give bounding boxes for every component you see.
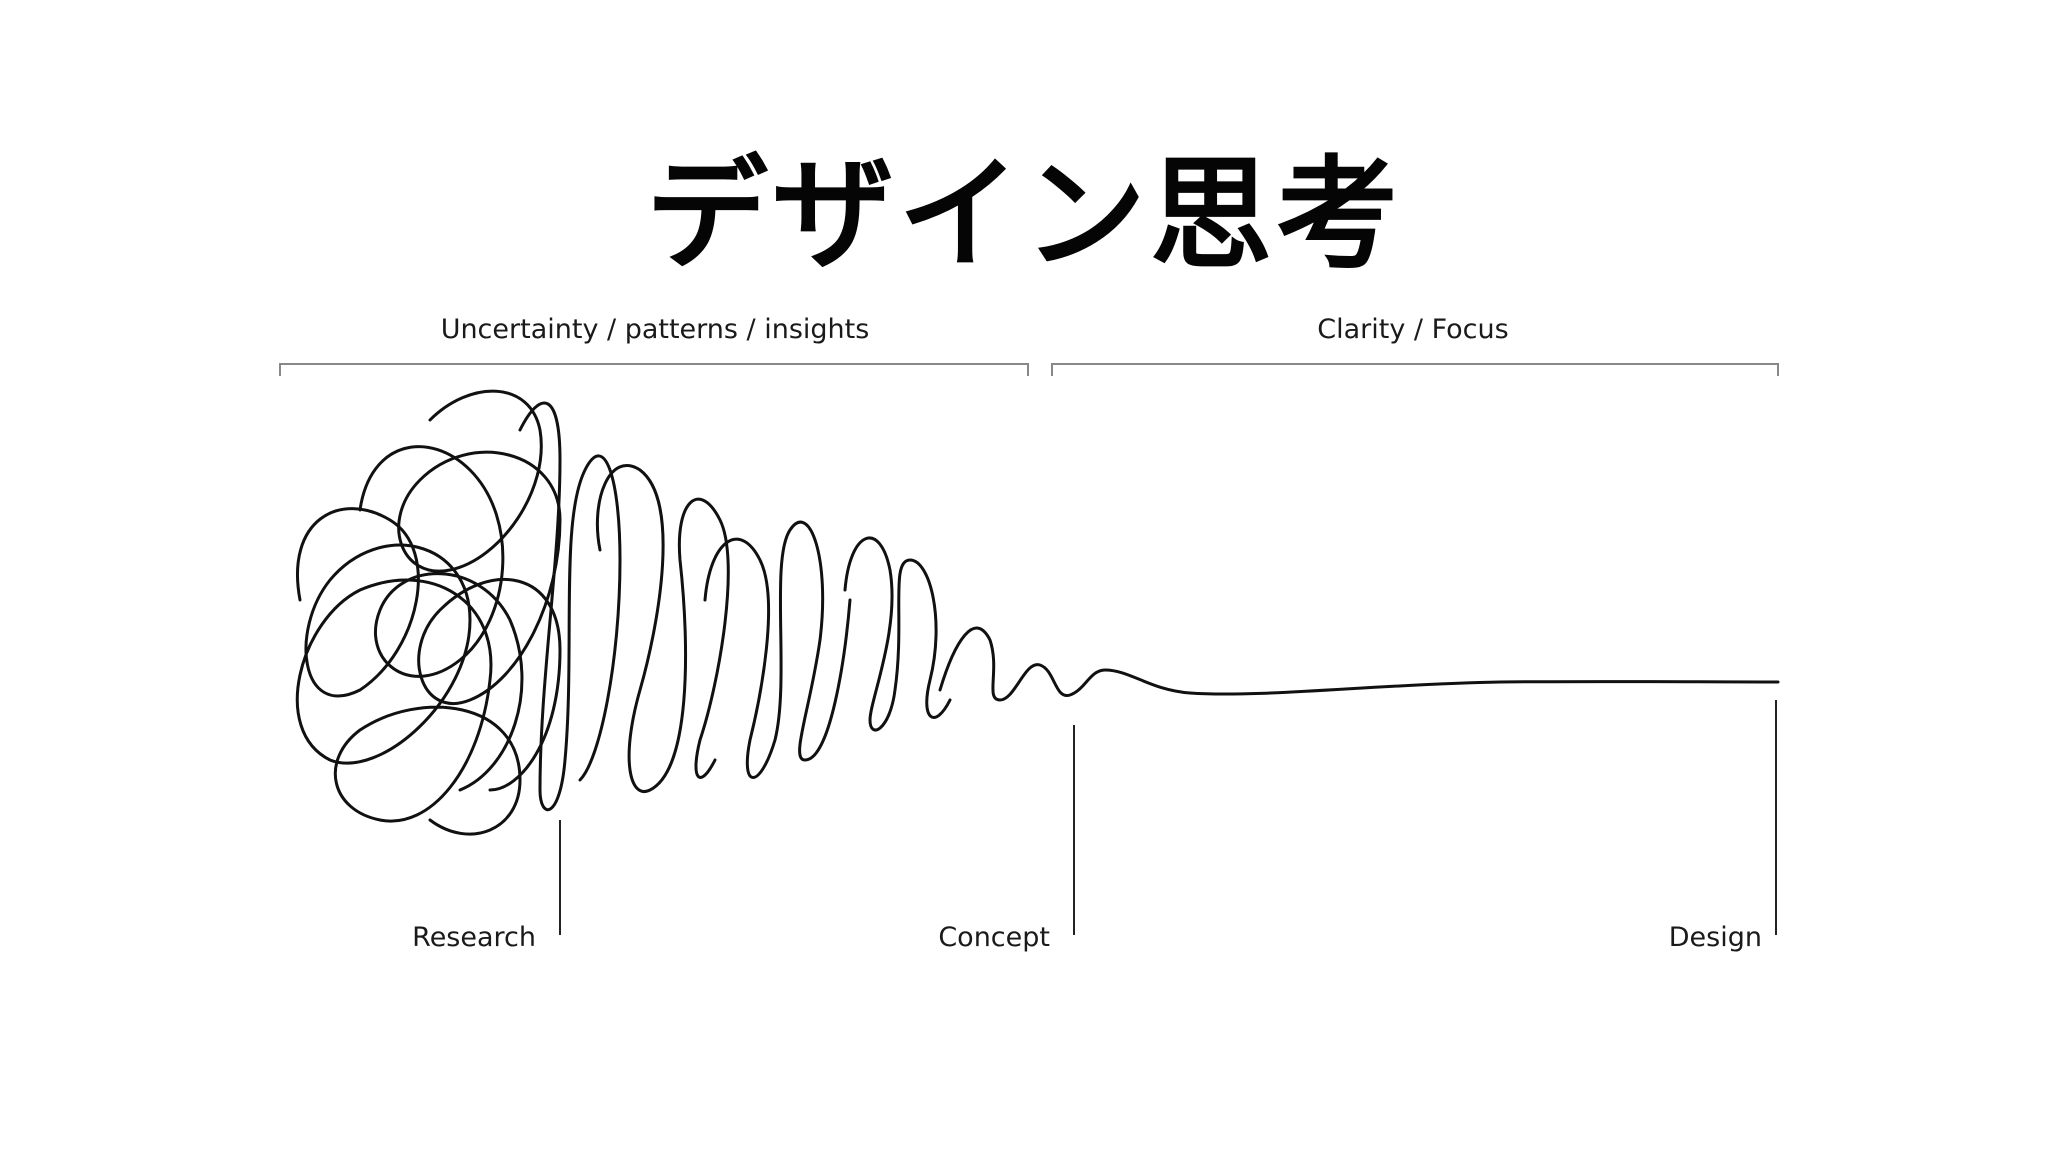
milestone-label-design: Design <box>1669 922 1762 953</box>
bracket-clarity <box>1051 363 1779 376</box>
bracket-uncertainty <box>279 363 1029 376</box>
milestone-label-concept: Concept <box>938 922 1050 953</box>
milestone-label-research: Research <box>412 922 536 953</box>
phase-label-clarity: Clarity / Focus <box>1317 314 1508 345</box>
process-squiggle <box>295 389 1780 836</box>
milestone-markers <box>559 700 1777 935</box>
phase-label-uncertainty: Uncertainty / patterns / insights <box>441 314 870 345</box>
slide-title: デザイン思考 <box>646 144 1402 286</box>
